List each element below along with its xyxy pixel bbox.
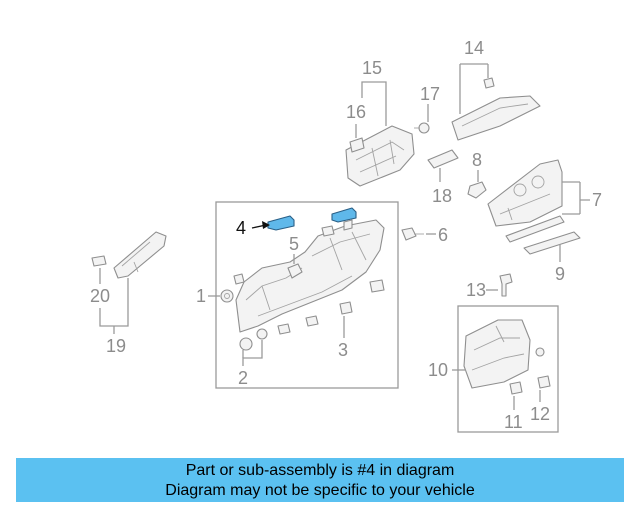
part-6-bolt xyxy=(401,227,424,241)
part-17-screw xyxy=(414,122,430,134)
callout-9: 9 xyxy=(555,264,565,284)
part-18-trim xyxy=(427,149,459,169)
part-16-clip xyxy=(349,137,365,153)
leader-2 xyxy=(242,340,263,366)
callout-17: 17 xyxy=(420,84,440,104)
banner-line-2: Diagram may not be specific to your vehi… xyxy=(165,482,475,499)
callout-20: 20 xyxy=(90,286,110,306)
part-4-mate-highlighted[interactable] xyxy=(331,207,357,231)
callout-7: 7 xyxy=(592,190,602,210)
part-11-clip xyxy=(509,381,523,395)
callout-2: 2 xyxy=(238,368,248,388)
callout-1: 1 xyxy=(196,286,206,306)
part-3-fasteners xyxy=(233,225,385,335)
assembly-box-right xyxy=(457,305,559,433)
callout-19: 19 xyxy=(106,336,126,356)
callout-5: 5 xyxy=(289,234,299,254)
callout-13: 13 xyxy=(466,280,486,300)
part-2-clips xyxy=(239,328,268,351)
leader-15 xyxy=(361,81,387,126)
callout-8: 8 xyxy=(472,150,482,170)
part-9-trim-strip xyxy=(523,231,581,255)
part-14-glove-box xyxy=(451,77,541,141)
part-12-clip xyxy=(537,375,551,389)
part-1-grommet xyxy=(220,289,234,303)
instrument-panel-lower xyxy=(235,219,385,333)
leader-19-20 xyxy=(99,268,129,334)
leader-14 xyxy=(459,63,489,114)
callout-12: 12 xyxy=(530,404,550,424)
part-10-console-trim xyxy=(463,319,545,389)
part-19-side-bracket xyxy=(113,231,167,279)
part-5-clip xyxy=(287,263,303,279)
part-8-clip xyxy=(467,181,487,199)
info-banner: Part or sub-assembly is #4 in diagram Di… xyxy=(16,458,624,502)
banner-line-1: Part or sub-assembly is #4 in diagram xyxy=(185,462,455,479)
callout-4[interactable]: 4 xyxy=(236,218,246,238)
callout-10: 10 xyxy=(428,360,448,380)
callout-15: 15 xyxy=(362,58,382,78)
callout-16: 16 xyxy=(346,102,366,122)
part-7-center-bezel xyxy=(487,159,565,243)
callout-18: 18 xyxy=(432,186,452,206)
callout-6: 6 xyxy=(438,225,448,245)
leader-4-arrow xyxy=(262,221,270,229)
callout-14: 14 xyxy=(464,38,484,58)
leader-7 xyxy=(562,181,590,215)
part-20-clip xyxy=(91,255,107,267)
assembly-box-left xyxy=(215,201,399,389)
part-15-bracket xyxy=(345,125,415,187)
part-4-highlighted[interactable] xyxy=(267,215,295,231)
callout-11: 11 xyxy=(504,412,523,432)
part-13-bolt xyxy=(499,273,513,297)
parts-diagram: 4 5 1 2 3 6 15 16 17 14 18 xyxy=(90,38,602,433)
callout-3: 3 xyxy=(338,340,348,360)
